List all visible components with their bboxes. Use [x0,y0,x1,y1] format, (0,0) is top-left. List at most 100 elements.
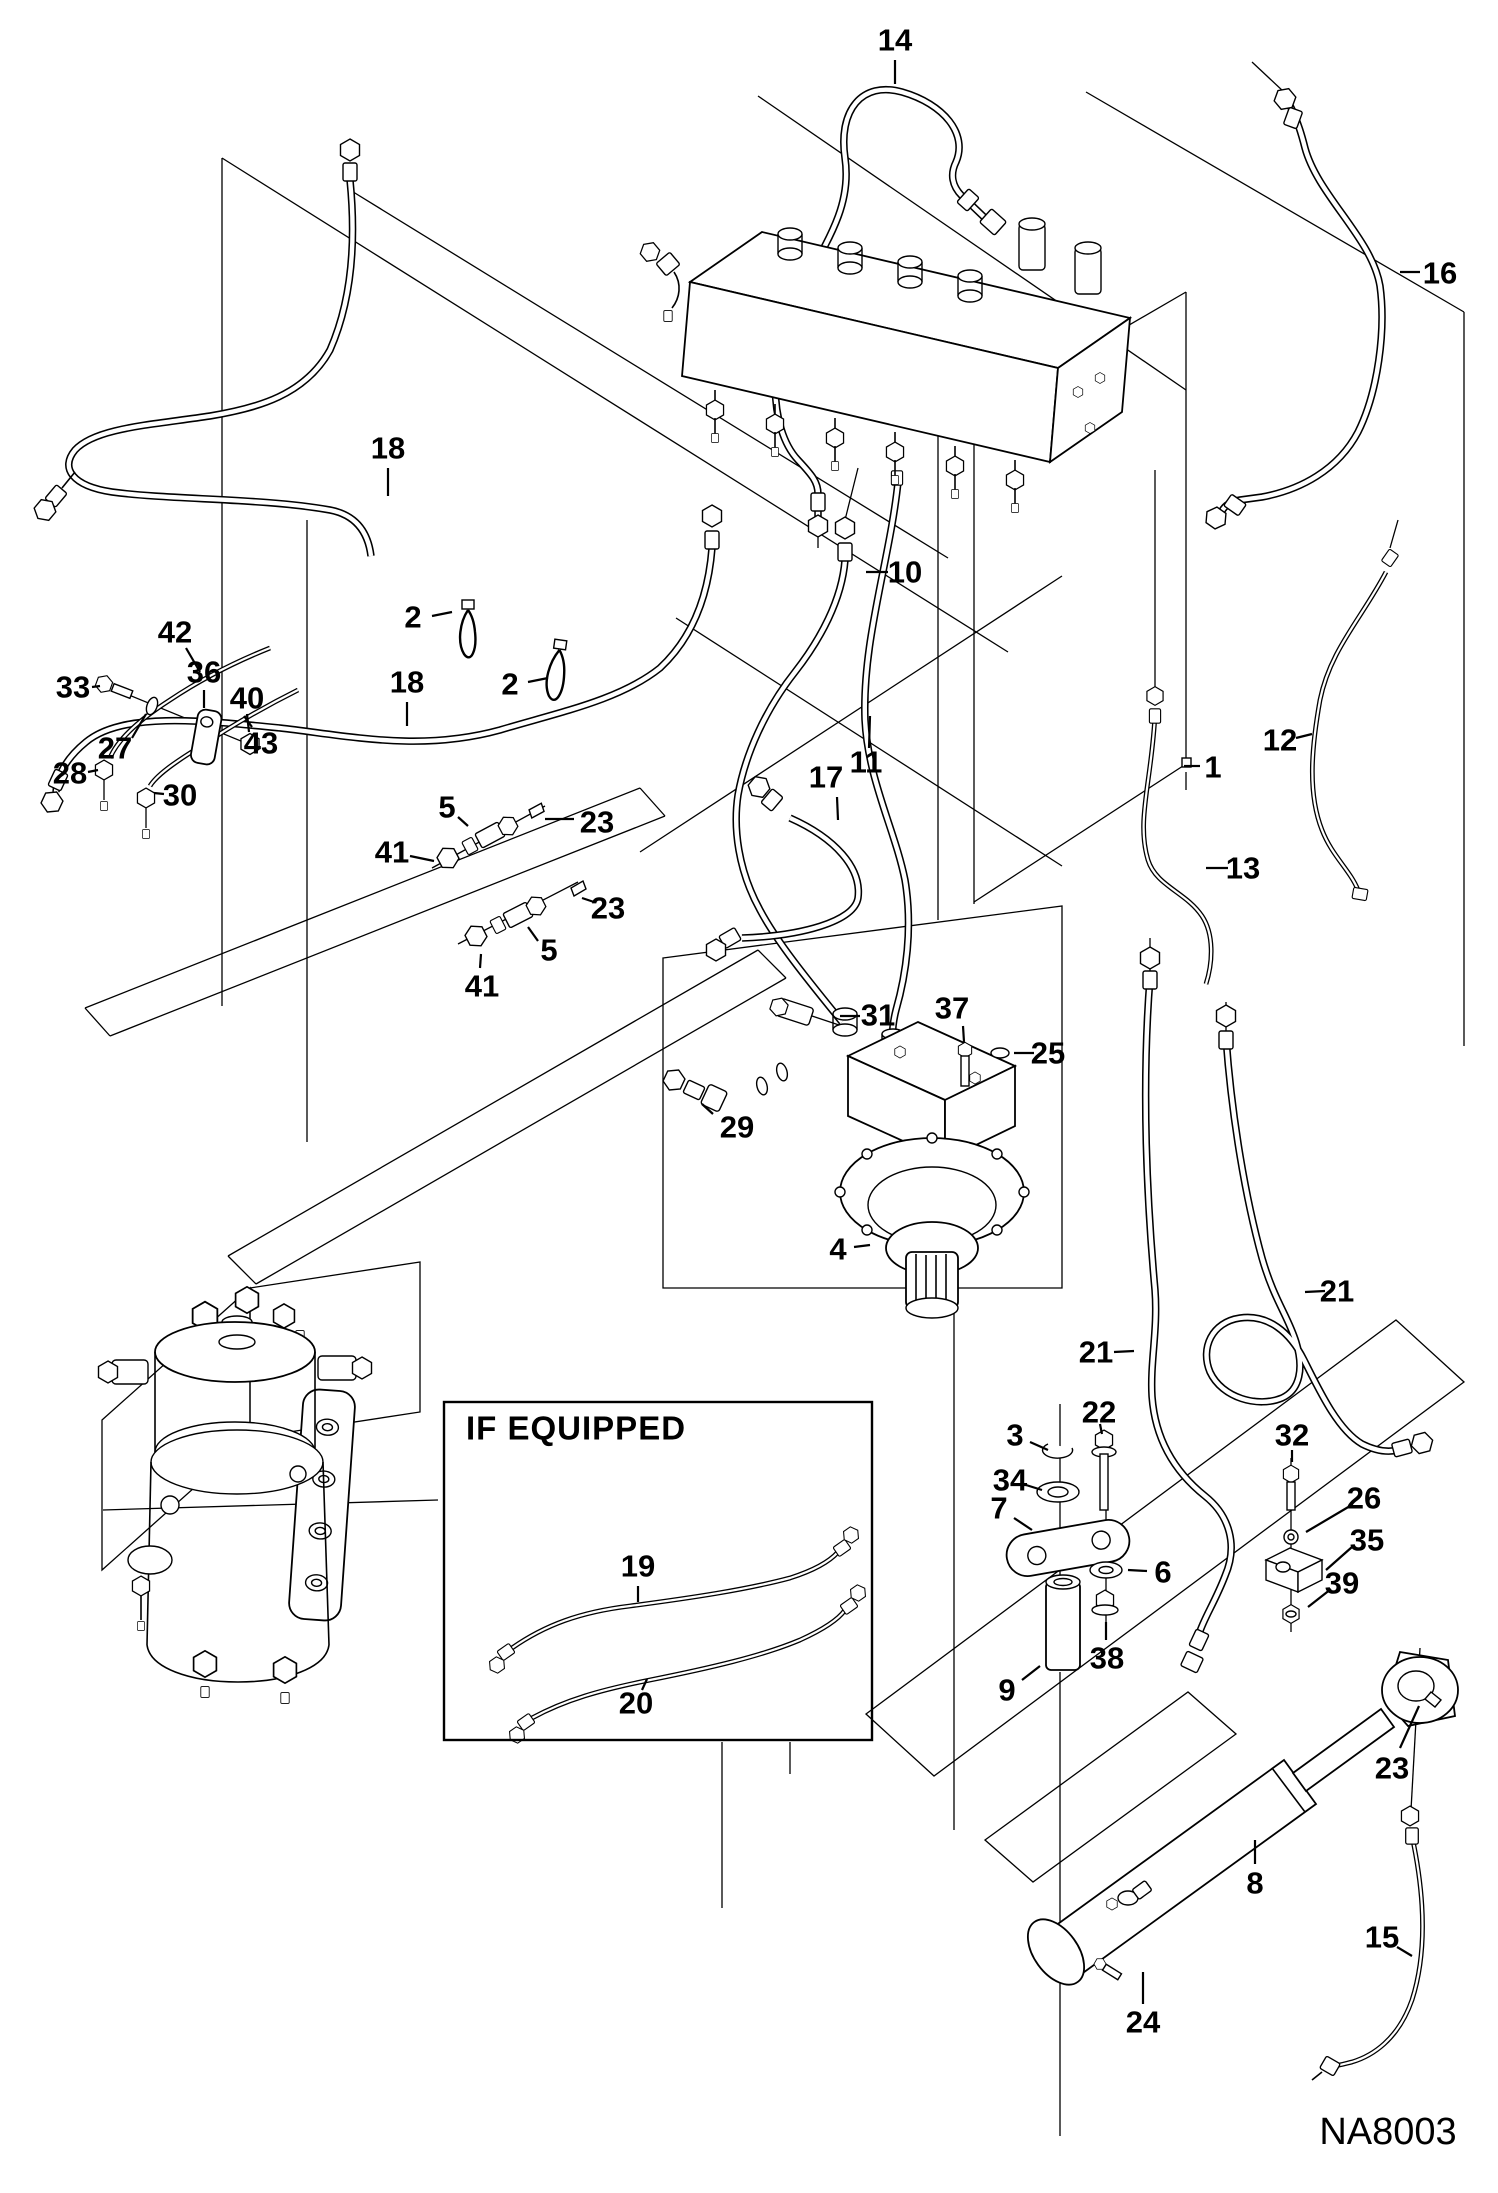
snap-ring-3 [1041,1443,1074,1459]
valve-port-fittings [705,390,1025,513]
callout-leader-41 [478,953,483,969]
callout-5: 5 [540,933,557,968]
callout-35: 35 [1350,1523,1384,1558]
callout-32: 32 [1275,1418,1309,1453]
callout-leader-29 [701,1103,714,1115]
bracket-hardware [93,672,260,766]
callout-31: 31 [861,998,895,1033]
motor-spline-shaft [905,1251,959,1319]
callout-leader-23 [1398,1705,1421,1749]
swivel-side-ports [97,1355,373,1515]
callout-leader-5 [527,926,539,942]
plate-7 [1005,1518,1131,1578]
pin-24 [1092,1955,1123,1981]
callout-leader-39 [1307,1588,1332,1608]
callout-38: 38 [1090,1641,1124,1676]
callout-34: 34 [993,1463,1028,1498]
callout-33: 33 [56,670,90,705]
callout-41: 41 [465,969,499,1004]
hose-18-lower [56,548,712,792]
callout-leader-2 [527,676,549,684]
callout-leader-17 [835,796,840,821]
fitting-row-upper [433,802,545,873]
tube-9 [1045,1574,1081,1671]
callout-10: 10 [888,555,922,590]
swivel-lower-hardware [127,1545,298,1704]
callout-leader-21 [1304,1289,1326,1294]
tilt-cylinder [1026,1650,1459,1986]
callout-leader-21 [1113,1349,1135,1354]
callout-12: 12 [1263,723,1297,758]
tube-19 [512,1552,838,1648]
bolt-22 [1091,1429,1117,1511]
callout-leader-12 [1295,732,1313,740]
callout-leader-34 [1025,1483,1043,1492]
callout-21: 21 [1079,1335,1113,1370]
callout-leader-15 [1396,1946,1413,1957]
callout-leader-28 [87,768,99,774]
callout-leader-3 [1029,1440,1049,1452]
callout-16: 16 [1423,256,1457,291]
hose-17 [742,818,858,938]
callout-leader-35 [1325,1546,1353,1571]
callout-23: 23 [580,805,614,840]
hose-21-left [1146,978,1231,1634]
tube-13 [1144,714,1212,984]
swivel-joint [97,1285,373,1704]
callout-4: 4 [829,1232,847,1267]
callout-1: 1 [1204,750,1221,785]
clamp-35 [1264,1547,1324,1594]
motor-port [832,1007,858,1037]
callout-28: 28 [53,756,87,791]
pin-23 [1423,1691,1443,1708]
callout-27: 27 [98,731,132,766]
callout-15: 15 [1365,1920,1399,1955]
callout-leader-20 [640,1678,649,1691]
elbow-29 [660,1062,789,1112]
callout-24: 24 [1126,2005,1161,2040]
callout-leader-33 [91,684,101,689]
o-ring-25 [990,1047,1010,1059]
callout-14: 14 [878,23,913,58]
callout-leader-41 [409,854,435,863]
control-valve [636,217,1133,513]
callout-3: 3 [1006,1418,1023,1453]
callout-43: 43 [244,726,278,761]
callout-23: 23 [591,891,625,926]
callout-29: 29 [720,1110,754,1145]
callout-37: 37 [935,991,969,1026]
callout-23: 23 [1375,1751,1409,1786]
callout-leader-42 [185,647,201,673]
callout-7: 7 [990,1491,1007,1526]
callout-leader-5 [457,816,469,827]
callout-leader-43 [243,715,253,728]
callout-25: 25 [1031,1036,1065,1071]
cable-tie [545,638,568,702]
callout-leader-22 [1098,1423,1104,1435]
callout-39: 39 [1325,1566,1359,1601]
cable-tie [458,599,477,659]
callout-18: 18 [371,431,405,466]
callout-13: 13 [1226,851,1260,886]
cylinder-port [1106,1880,1152,1911]
callout-41: 41 [375,835,409,870]
construction-lines [84,61,1466,2136]
callout-26: 26 [1347,1481,1381,1516]
callout-2: 2 [404,600,421,635]
callout-18: 18 [390,665,424,700]
swing-motor [660,995,1030,1319]
mount-hardware-column [1005,1429,1324,1671]
tube-20 [532,1610,845,1718]
if-equipped-box: IF EQUIPPED [442,1400,874,1742]
callout-leader-2 [431,610,453,618]
bolt-32 [1282,1464,1300,1511]
callout-20: 20 [619,1686,653,1721]
nut-38 [1091,1589,1119,1616]
if-equipped-label: IF EQUIPPED [466,1410,686,1447]
washer-6 [1089,1561,1123,1579]
callout-leader-27 [131,713,147,739]
small-parts [93,599,1192,951]
callout-leader-37 [961,1025,966,1043]
valve-left-elbow [636,238,680,322]
